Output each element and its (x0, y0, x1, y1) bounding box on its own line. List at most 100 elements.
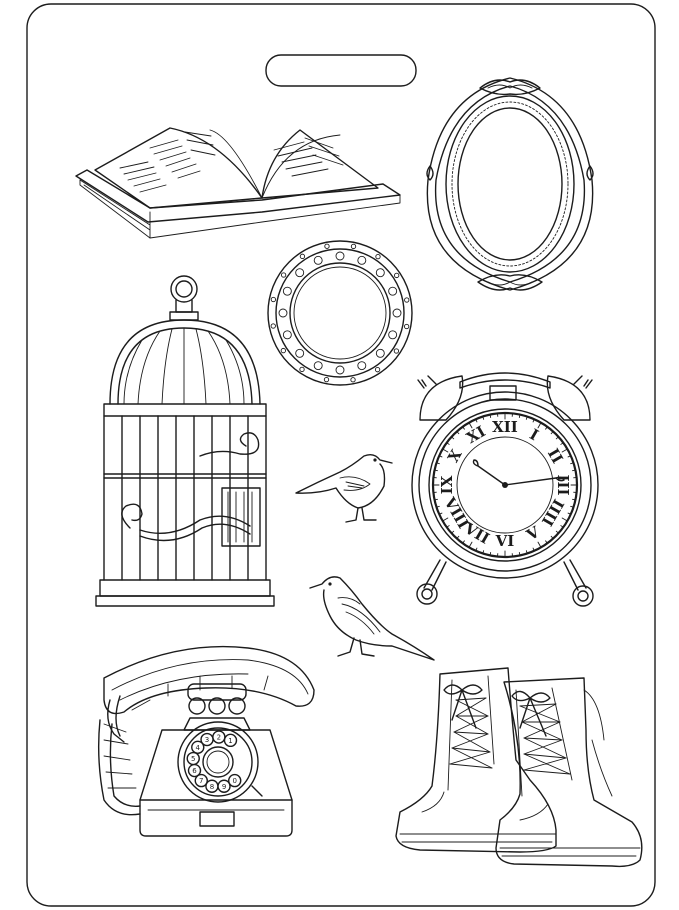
dial-digit: 0 (232, 777, 236, 785)
clock-numeral: XI (463, 422, 488, 447)
frame-bead (270, 296, 277, 303)
dial-hole (194, 773, 208, 788)
clock-numeral: VI (495, 532, 515, 550)
clock-tick (550, 431, 554, 435)
clock-tick (560, 442, 564, 445)
dial-hole (200, 732, 214, 747)
frame-scroll (357, 361, 367, 371)
birdcage (95, 275, 275, 607)
clock-tick (442, 517, 449, 522)
frame-scroll (392, 308, 402, 318)
clock-tick (446, 442, 450, 445)
frame-bead (350, 377, 356, 383)
clock-tick (525, 550, 528, 554)
frame-bead (280, 272, 287, 278)
bird-upper (295, 453, 393, 523)
clock-tick (518, 414, 521, 418)
clock-tick (436, 505, 440, 508)
frame-scroll (282, 286, 292, 296)
dial-hole (228, 773, 242, 788)
dial-digit: 1 (228, 737, 232, 745)
clock-tick (442, 448, 449, 453)
clock-tick (570, 462, 574, 465)
frame-scroll (295, 268, 305, 278)
sheet-outline (26, 3, 656, 907)
frame-scroll (335, 251, 345, 261)
clock-tick (456, 431, 460, 435)
frame-scroll (388, 286, 398, 296)
dial-hole (217, 779, 231, 793)
clock-tick (537, 541, 542, 548)
dial-digit: 4 (196, 744, 201, 752)
clock-tick (446, 525, 450, 528)
frame-scroll (313, 361, 323, 371)
frame-scroll (388, 330, 398, 340)
frame-bead (394, 272, 400, 279)
clock-tick (572, 469, 576, 472)
clock-tick (518, 552, 521, 556)
clock-tick (468, 422, 473, 429)
clock-tick (468, 541, 473, 548)
frame-scroll (375, 268, 385, 278)
clock-tick (567, 512, 572, 515)
dial-digit: 7 (199, 777, 203, 785)
dial-digit: 5 (191, 755, 195, 763)
clock-tick (438, 455, 443, 458)
clock-tick (436, 462, 440, 465)
clock-numeral: I (526, 425, 541, 444)
clock-tick (434, 498, 438, 501)
clock-tick (555, 530, 559, 534)
boots (395, 667, 643, 868)
clock-tick (567, 455, 572, 458)
frame-bead (280, 347, 286, 354)
dial-hole (187, 763, 202, 778)
hanging-slot (265, 54, 417, 87)
clock-tick (489, 414, 492, 418)
clock-numeral: V (523, 523, 543, 545)
frame-scroll (282, 330, 292, 340)
clock-tick (545, 540, 548, 544)
clock-tick (532, 418, 535, 423)
clock-tick (537, 422, 542, 429)
frame-bead (270, 323, 276, 329)
frame-bead (375, 253, 381, 260)
clock-tick (560, 525, 564, 528)
round-ornate-frame (267, 240, 413, 386)
clock-tick (545, 426, 548, 430)
frame-bead (299, 366, 305, 373)
clock-tick (572, 498, 576, 501)
frame-bead (324, 243, 330, 249)
frame-scroll (295, 348, 305, 358)
clock-tick (561, 448, 568, 453)
open-book (75, 127, 401, 239)
bird-lower (309, 576, 435, 661)
dial-digit: 2 (217, 734, 221, 742)
frame-bead (299, 253, 306, 259)
dial-digit: 3 (205, 736, 209, 744)
frame-bead (350, 243, 357, 250)
clock-tick (570, 505, 574, 508)
frame-bead (393, 348, 400, 354)
clock-tick (475, 418, 478, 423)
frame-scroll (278, 308, 288, 318)
frame-bead (403, 323, 410, 330)
oval-mirror-frame (426, 77, 594, 291)
dial-digit: 9 (222, 783, 226, 791)
clock-tick (438, 512, 443, 515)
clock-tick (451, 530, 455, 534)
frame-bead (404, 297, 410, 303)
clock-tick (550, 535, 554, 539)
frame-scroll (357, 255, 367, 265)
clock-numeral: XII (492, 418, 518, 436)
clock-tick (434, 469, 438, 472)
clock-tick (555, 436, 559, 440)
clock-tick (462, 426, 465, 430)
dial-digit: 6 (192, 767, 197, 775)
clock-tick (532, 547, 535, 552)
frame-scroll (375, 348, 385, 358)
clock-tick (462, 540, 465, 544)
clock-tick (525, 416, 528, 420)
dial-hole (191, 740, 205, 755)
